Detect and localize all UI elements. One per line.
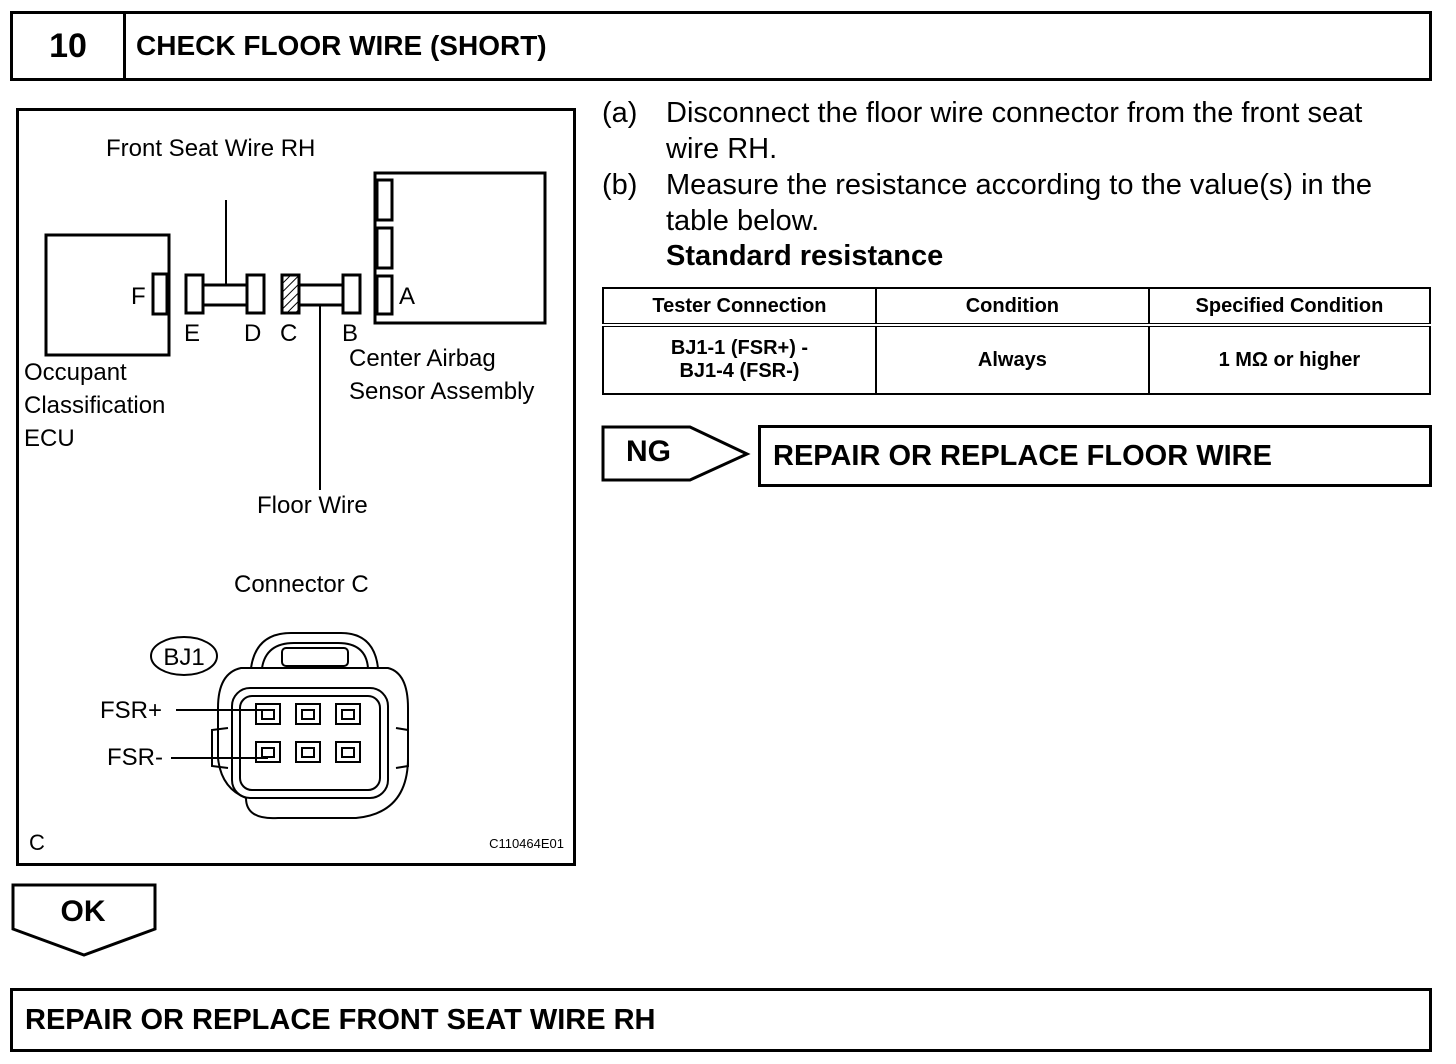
letter-a: A: [399, 283, 415, 310]
instruction-b: (b) Measure the resistance according to …: [602, 167, 1432, 239]
final-action: REPAIR OR REPLACE FRONT SEAT WIRE RH: [25, 1004, 656, 1036]
connector-a: [375, 274, 394, 316]
table-cell-condition: Always: [874, 324, 1150, 395]
wiring-diagram: Front Seat Wire RH F Occupant Classifica…: [16, 108, 576, 866]
diagram-frame: [16, 108, 576, 866]
occupant-label-2: Classification: [24, 392, 165, 419]
connector-b: [341, 273, 362, 315]
center-connector-1: [375, 178, 394, 222]
front-seat-wire-label: Front Seat Wire RH: [106, 135, 315, 162]
table-header: Specified Condition: [1147, 287, 1432, 327]
floor-wire-body: [297, 283, 345, 307]
ng-arrow: [601, 425, 751, 482]
table-header-row: Tester Connection Condition Specified Co…: [602, 287, 1432, 327]
letter-d: D: [244, 320, 261, 347]
connection-line1: BJ1-1 (FSR+) -: [670, 337, 809, 359]
pin-plus-label: FSR+: [100, 697, 162, 724]
header-divider: [123, 14, 126, 78]
step-header: 10 CHECK FLOOR WIRE (SHORT): [10, 11, 1432, 81]
step-title: CHECK FLOOR WIRE (SHORT): [136, 30, 547, 61]
table-header: Tester Connection: [602, 287, 877, 327]
letter-b: B: [342, 320, 358, 347]
pin-minus-label: FSR-: [107, 744, 163, 771]
center-airbag-box: [373, 171, 547, 325]
ng-label: NG: [626, 435, 671, 468]
resistance-table: Tester Connection Condition Specified Co…: [602, 287, 1432, 395]
table-row: BJ1-1 (FSR+) - BJ1-4 (FSR-) Always 1 MΩ …: [602, 324, 1432, 395]
instruction-a-line2: wire RH.: [666, 133, 778, 165]
connector-c: [280, 273, 301, 315]
ok-arrow: [11, 883, 157, 957]
connector-e: [184, 273, 205, 315]
letter-e: E: [184, 320, 200, 347]
connector-title: Connector C: [234, 571, 369, 598]
letter-f: F: [131, 283, 146, 310]
instruction-a: (a) Disconnect the floor wire connector …: [602, 95, 1432, 167]
standard-heading: Standard resistance: [666, 240, 944, 272]
ok-label: OK: [60, 895, 106, 928]
occupant-label-3: ECU: [24, 425, 75, 452]
occupant-label-1: Occupant: [24, 359, 127, 386]
connector-f: [151, 272, 169, 316]
connector-d: [245, 273, 266, 315]
final-action-box: REPAIR OR REPLACE FRONT SEAT WIRE RH: [10, 988, 1432, 1052]
center-label-2: Sensor Assembly: [349, 378, 534, 405]
front-seat-wire-body: [201, 283, 249, 307]
instruction-a-text: Disconnect the floor wire connector from…: [666, 95, 1426, 167]
instruction-a-label: (a): [602, 97, 638, 129]
center-connector-2: [375, 226, 394, 270]
connector-code: BJ1: [163, 644, 204, 671]
floor-wire-label: Floor Wire: [257, 492, 368, 519]
center-label-1: Center Airbag: [349, 345, 496, 372]
connector-face-drawing: [211, 632, 409, 820]
instruction-a-line1: Disconnect the floor wire connector from…: [666, 97, 1363, 129]
occupant-ecu-box: [44, 233, 171, 357]
instruction-b-line1: Measure the resistance according to the …: [666, 169, 1373, 201]
connection-line2: BJ1-4 (FSR-): [679, 360, 800, 382]
instruction-b-label: (b): [602, 169, 638, 201]
instruction-b-line2: table below.: [666, 205, 820, 237]
ng-action: REPAIR OR REPLACE FLOOR WIRE: [773, 440, 1272, 472]
ng-action-box: REPAIR OR REPLACE FLOOR WIRE: [758, 425, 1432, 487]
letter-c: C: [280, 320, 297, 347]
corner-label: C: [29, 830, 45, 855]
connector-code-oval: [150, 636, 218, 676]
connector-pins: [255, 703, 361, 763]
table-cell-connection: BJ1-1 (FSR+) - BJ1-4 (FSR-): [602, 324, 877, 395]
figure-id: C110464E01: [489, 836, 564, 851]
table-cell-specified: 1 MΩ or higher: [1147, 324, 1432, 395]
instruction-b-text: Measure the resistance according to the …: [666, 167, 1426, 239]
table-header: Condition: [874, 287, 1150, 327]
step-number: 10: [49, 27, 87, 65]
